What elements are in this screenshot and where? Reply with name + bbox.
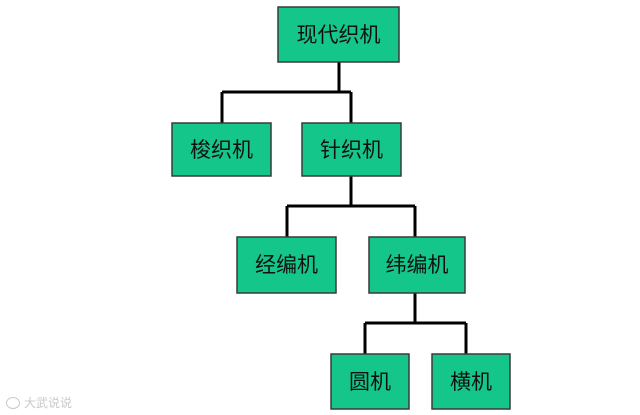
node-hengji: 横机 [431,353,511,410]
node-hengji-label: 横机 [450,370,492,394]
node-weibianji-label: 纬编机 [386,253,449,277]
node-suozhiji-label: 梭织机 [190,138,253,162]
node-zhenzhiji-label: 针织机 [320,138,383,162]
node-yuanji-label: 圆机 [349,370,391,394]
node-yuanji: 圆机 [330,353,410,410]
weibo-logo-icon [6,396,20,409]
node-suozhiji: 梭织机 [171,122,272,177]
node-jingbianji-label: 经编机 [255,253,318,277]
node-jingbianji: 经编机 [236,236,337,294]
node-zhenzhiji: 针织机 [301,122,402,177]
node-root-label: 现代织机 [297,23,381,47]
node-root: 现代织机 [277,6,400,63]
watermark-text: 大武说说 [24,396,73,410]
node-weibianji: 纬编机 [368,236,466,294]
connectors [220,62,468,354]
watermark: 大武说说 [6,394,72,411]
